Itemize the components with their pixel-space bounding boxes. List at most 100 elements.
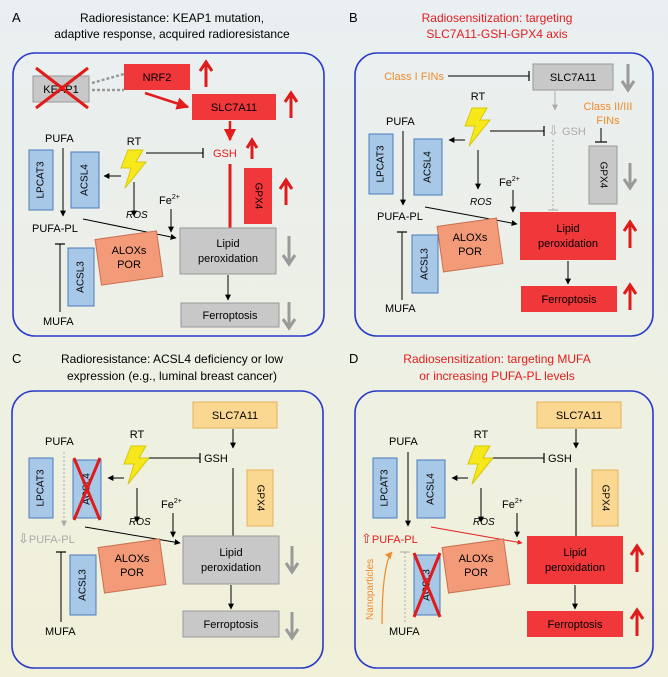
class23-fins-label-2: FINs (596, 115, 620, 127)
down-arrow-icon (284, 612, 300, 641)
panel-a: A Radioresistance: KEAP1 mutation, adapt… (12, 10, 325, 337)
gpx4-box (588, 145, 618, 205)
up-arrow-icon (622, 282, 638, 310)
down-arrow-icon (620, 64, 636, 93)
lightning-bolt-icon (120, 149, 148, 189)
up-arrow-icon (245, 137, 259, 159)
ferroptosis-label: Ferroptosis (202, 310, 258, 322)
acsl3-box (411, 234, 439, 294)
class23-fins-label-1: Class II/III (584, 101, 633, 113)
lipid-peroxidation-box (527, 536, 623, 584)
mufa-label: MUFA (43, 316, 74, 328)
fe-label: Fe2+ (159, 194, 180, 207)
lightning-bolt-icon (464, 107, 492, 147)
up-arrow-icon (283, 90, 299, 118)
gsh-label: ⇩ GSH (548, 123, 586, 138)
down-arrow-icon (281, 236, 297, 267)
panel-a-title-line2: adaptive response, acquired radioresista… (54, 27, 290, 41)
alox-box (441, 538, 511, 594)
red-cross-icon (72, 457, 102, 521)
slc7a11-label: SLC7A11 (211, 102, 257, 114)
acsl4-box (416, 459, 446, 519)
panel-d-title-line2: or increasing PUFA-PL levels (419, 369, 575, 383)
lipid-label-2: peroxidation (538, 238, 598, 250)
pufapl-label: ⇩PUFA-PL (18, 531, 75, 546)
pufapl-to-lipid-arrow (84, 526, 181, 546)
lipid-peroxidation-box (182, 535, 280, 585)
slc7a11-label: SLC7A11 (212, 410, 258, 422)
acsl3-box (69, 554, 97, 616)
rt-label: RT (130, 429, 145, 441)
down-arrow-icon: ⇩ (18, 531, 29, 546)
alox-box (94, 230, 164, 286)
lightning-bolt-icon (123, 445, 151, 485)
up-arrow-icon (629, 543, 645, 572)
pufapl-label: ⇧PUFA-PL (361, 531, 418, 546)
acsl4-box (70, 151, 100, 209)
rt-label: RT (474, 429, 489, 441)
nrf2-label: NRF2 (143, 72, 172, 84)
class1-fins-label: Class I FINs (384, 71, 444, 83)
ros-label: ROS (470, 197, 492, 208)
gpx4-box (244, 168, 272, 224)
lipid-peroxidation-box (520, 212, 616, 260)
down-arrow-icon (281, 302, 297, 331)
acsl3-label: ACSL3 (78, 569, 89, 601)
panel-c-title-line2: expression (e.g., luminal breast cancer) (67, 369, 277, 383)
up-arrow-icon: ⇧ (361, 531, 372, 546)
mufa-label: MUFA (385, 303, 416, 315)
acsl4-label: ACSL4 (423, 151, 434, 183)
lipid-label-2: peroxidation (198, 253, 258, 265)
gpx4-label: GPX4 (599, 485, 610, 512)
lpcat3-box (28, 457, 54, 519)
panel-d-letter: D (349, 351, 358, 366)
pufapl-label: PUFA-PL (377, 211, 423, 223)
nanoparticles-arrow (381, 551, 393, 625)
ros-label: ROS (126, 210, 148, 221)
panel-c: C Radioresistance: ACSL4 deficiency or l… (11, 351, 324, 669)
pufa-label: PUFA (386, 116, 415, 128)
alox-label-1: ALOXs (453, 232, 488, 244)
slc7a11-box (536, 401, 622, 429)
panel-d-frame (354, 390, 654, 669)
gsh-label: GSH (204, 453, 228, 465)
slc7a11-box (192, 401, 278, 429)
panel-b: B Radiosensitization: targeting SLC7A11-… (349, 10, 654, 337)
lpcat3-label: LPCAT3 (36, 161, 47, 198)
down-arrow-icon (284, 546, 300, 575)
lipid-peroxidation-box (179, 227, 277, 275)
alox-label-1: ALOXs (112, 245, 147, 257)
ros-label: ROS (129, 517, 151, 528)
nanoparticles-label: Nanoparticles (365, 559, 376, 620)
rt-label: RT (471, 91, 486, 103)
rt-label: RT (127, 136, 142, 148)
lpcat3-box (368, 133, 394, 195)
red-cross-icon (35, 66, 89, 110)
gpx4-label: GPX4 (252, 183, 263, 210)
acsl3-label: ACSL3 (420, 248, 431, 280)
ferroptosis-label: Ferroptosis (547, 619, 603, 631)
nrf2-to-slc7a11-arrow (144, 91, 190, 110)
gsh-label: GSH (548, 453, 572, 465)
panel-d: D Radiosensitization: targeting MUFA or … (349, 351, 654, 669)
lpcat3-label: LPCAT3 (36, 469, 47, 506)
gpx4-box (591, 469, 619, 527)
up-arrow-icon (198, 59, 214, 87)
panel-b-letter: B (349, 10, 358, 25)
ferroptosis-box (521, 286, 617, 312)
panel-c-title-line1: Radioresistance: ACSL4 deficiency or low (61, 352, 283, 366)
acsl3-label: ACSL3 (76, 261, 87, 293)
panel-a-letter: A (12, 10, 21, 25)
lipid-label-1: Lipid (216, 238, 239, 250)
acsl4-box (413, 138, 443, 196)
ferroptosis-label: Ferroptosis (203, 619, 259, 631)
panel-d-title-line1: Radiosensitization: targeting MUFA (403, 352, 590, 366)
mufa-label: MUFA (389, 626, 420, 638)
panel-a-title-line1: Radioresistance: KEAP1 mutation, (80, 11, 264, 25)
lipid-label-2: peroxidation (201, 562, 261, 574)
fe-label: Fe2+ (161, 498, 182, 511)
alox-box (97, 538, 167, 594)
panel-c-frame (11, 390, 324, 669)
up-arrow-icon (622, 219, 638, 248)
